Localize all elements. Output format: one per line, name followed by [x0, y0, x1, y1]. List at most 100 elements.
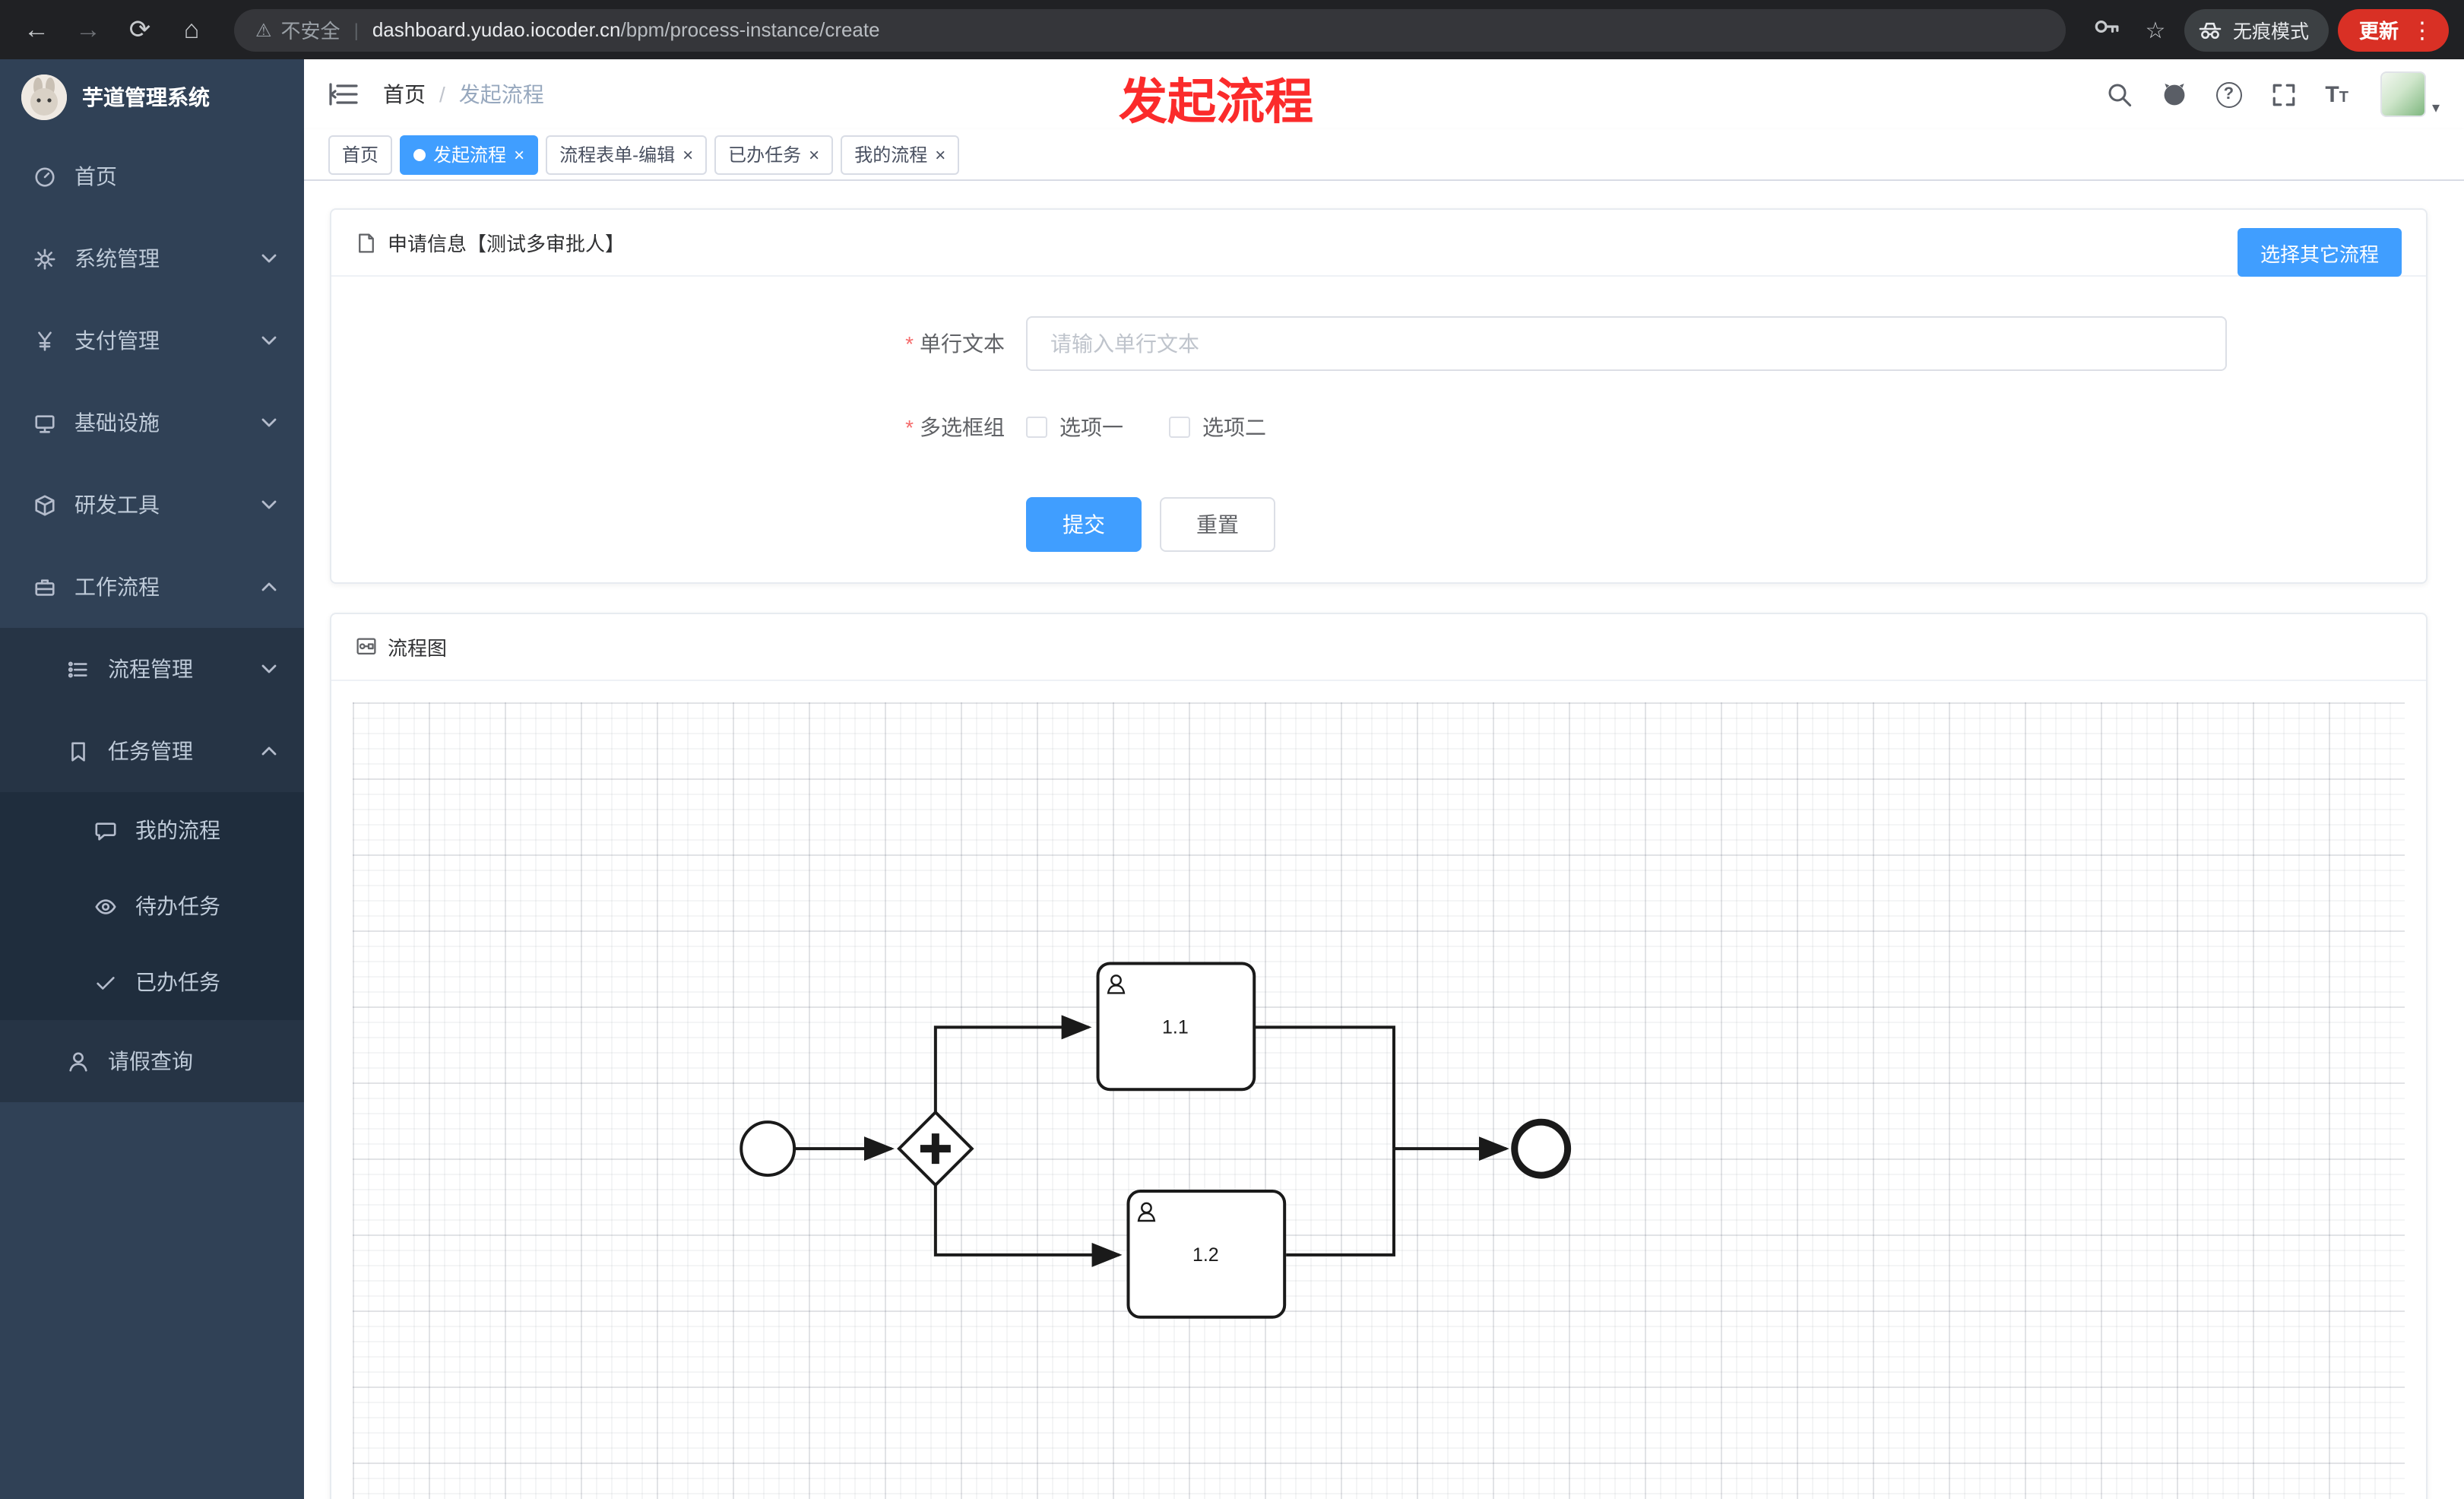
bookmark-icon [71, 741, 85, 761]
sidebar-item-label: 研发工具 [74, 493, 160, 517]
bookmark-star-icon[interactable]: ☆ [2145, 17, 2166, 43]
sidebar-item-process-management[interactable]: 流程管理 [0, 628, 304, 710]
checkbox-box[interactable] [1026, 417, 1047, 438]
help-icon[interactable]: ? [2215, 81, 2242, 107]
font-size-small: T [2339, 89, 2348, 106]
tab-my-process[interactable]: 我的流程 × [841, 135, 960, 174]
breadcrumb: 首页 / 发起流程 [383, 79, 544, 109]
sidebar-item-label: 我的流程 [135, 818, 220, 842]
chevron-up-icon [261, 746, 277, 756]
apply-card-header: 申请信息【测试多审批人】 [331, 210, 2426, 277]
breadcrumb-home[interactable]: 首页 [383, 82, 426, 106]
home-icon[interactable]: ⌂ [183, 14, 200, 43]
back-icon[interactable]: ← [24, 14, 49, 43]
tab-close-icon[interactable]: × [514, 144, 525, 165]
form-actions: 提交 重置 [1026, 497, 2426, 552]
flowchart-icon [356, 637, 376, 654]
tab-close-icon[interactable]: × [683, 144, 694, 165]
chevron-down-icon [261, 664, 277, 673]
form-row-checkbox: *多选框组 选项一 选项二 [331, 412, 2426, 442]
browser-menu-icon[interactable]: ⋮ [2411, 17, 2434, 43]
sidebar-item-devtools[interactable]: 研发工具 [0, 464, 304, 546]
sidebar-item-label: 任务管理 [108, 739, 193, 763]
sidebar-fold-icon[interactable] [328, 82, 359, 106]
incognito-icon [2199, 21, 2222, 39]
tab-label: 已办任务 [728, 144, 802, 166]
page-content: 选择其它流程 申请信息【测试多审批人】 *单行文本 *多选框组 [304, 181, 2464, 1499]
sidebar-item-label: 首页 [74, 164, 117, 189]
update-button[interactable]: 更新 ⋮ [2337, 8, 2449, 51]
bpmn-canvas[interactable]: 1.1 1.2 [353, 702, 2405, 1499]
tab-start-process[interactable]: 发起流程 × [400, 135, 539, 174]
reload-icon[interactable]: ⟳ [128, 14, 151, 43]
font-size-big: T [2325, 81, 2339, 107]
checkbox-option-2[interactable]: 选项二 [1169, 412, 1266, 442]
tab-close-icon[interactable]: × [809, 144, 820, 165]
github-icon[interactable] [2161, 81, 2187, 107]
sidebar-item-payment[interactable]: 支付管理 [0, 299, 304, 382]
dashboard-icon [35, 166, 55, 186]
active-dot-icon [413, 148, 426, 160]
submit-button[interactable]: 提交 [1026, 497, 1142, 552]
tab-form-edit[interactable]: 流程表单-编辑 × [546, 135, 708, 174]
briefcase-icon [35, 578, 55, 595]
bpmn-start-event[interactable] [740, 1120, 797, 1177]
security-label: 不安全 [280, 20, 340, 43]
text-field-label: *单行文本 [331, 328, 1026, 359]
single-line-text-input[interactable] [1026, 316, 2227, 371]
sidebar-item-system[interactable]: 系统管理 [0, 217, 304, 299]
app-title: 芋道管理系统 [82, 85, 210, 109]
select-other-process-button[interactable]: 选择其它流程 [2237, 228, 2402, 277]
cube-icon [35, 494, 55, 515]
reset-button[interactable]: 重置 [1160, 497, 1275, 552]
sidebar-item-done-tasks[interactable]: 已办任务 [0, 944, 304, 1020]
diagram-card-title: 流程图 [388, 637, 448, 660]
tab-done-tasks[interactable]: 已办任务 × [714, 135, 834, 174]
tab-label: 发起流程 [433, 144, 507, 166]
sidebar-item-todo-tasks[interactable]: 待办任务 [0, 868, 304, 944]
bpmn-end-event[interactable] [1511, 1118, 1572, 1179]
forward-icon[interactable]: → [75, 14, 101, 43]
search-icon[interactable] [2106, 81, 2132, 107]
bpmn-user-task-1[interactable]: 1.1 [1096, 962, 1256, 1092]
url-bar[interactable]: ⚠ 不安全 | dashboard.yudao.iocoder.cn/bpm/p… [234, 8, 2066, 51]
sidebar-item-leave-query[interactable]: 请假查询 [0, 1020, 304, 1102]
bpmn-parallel-gateway[interactable] [897, 1110, 974, 1187]
checkbox-option-1[interactable]: 选项一 [1026, 412, 1123, 442]
required-mark: * [905, 415, 914, 439]
avatar-image [2380, 71, 2426, 117]
chevron-down-icon [261, 418, 277, 427]
checkbox-box[interactable] [1169, 417, 1190, 438]
user-avatar[interactable]: ▾ [2380, 71, 2440, 117]
check-icon [97, 976, 115, 989]
apply-info-card: 选择其它流程 申请信息【测试多审批人】 *单行文本 *多选框组 [330, 208, 2428, 584]
flow-task1-to-join [1254, 1025, 1395, 1149]
checkbox-label: 选项二 [1202, 415, 1266, 439]
chevron-down-icon [261, 336, 277, 345]
tab-close-icon[interactable]: × [935, 144, 946, 165]
bpmn-user-task-2[interactable]: 1.2 [1126, 1190, 1287, 1319]
tab-home[interactable]: 首页 [328, 135, 393, 174]
workflow-submenu: 流程管理 任务管理 我的流程 待办任务 [0, 628, 304, 1102]
app-logo[interactable]: 芋道管理系统 [0, 59, 304, 135]
sidebar-item-label: 工作流程 [74, 575, 160, 599]
apply-card-title: 申请信息【测试多审批人】 [388, 233, 626, 255]
sidebar-item-workflow[interactable]: 工作流程 [0, 546, 304, 628]
chevron-down-icon [261, 254, 277, 263]
sidebar-item-infrastructure[interactable]: 基础设施 [0, 382, 304, 464]
tab-label: 我的流程 [854, 144, 928, 166]
fullscreen-icon[interactable] [2270, 81, 2296, 107]
label-text: 单行文本 [920, 331, 1005, 356]
sidebar-item-my-process[interactable]: 我的流程 [0, 792, 304, 868]
sidebar-item-label: 待办任务 [135, 894, 220, 918]
user-task-icon [1137, 1202, 1156, 1222]
sidebar-item-label: 支付管理 [74, 328, 160, 353]
password-key-icon[interactable] [2087, 14, 2127, 46]
sidebar-item-home[interactable]: 首页 [0, 135, 304, 217]
sidebar-item-task-management[interactable]: 任务管理 [0, 710, 304, 792]
chat-bubble-icon [95, 822, 116, 840]
user-task-icon [1107, 975, 1126, 994]
